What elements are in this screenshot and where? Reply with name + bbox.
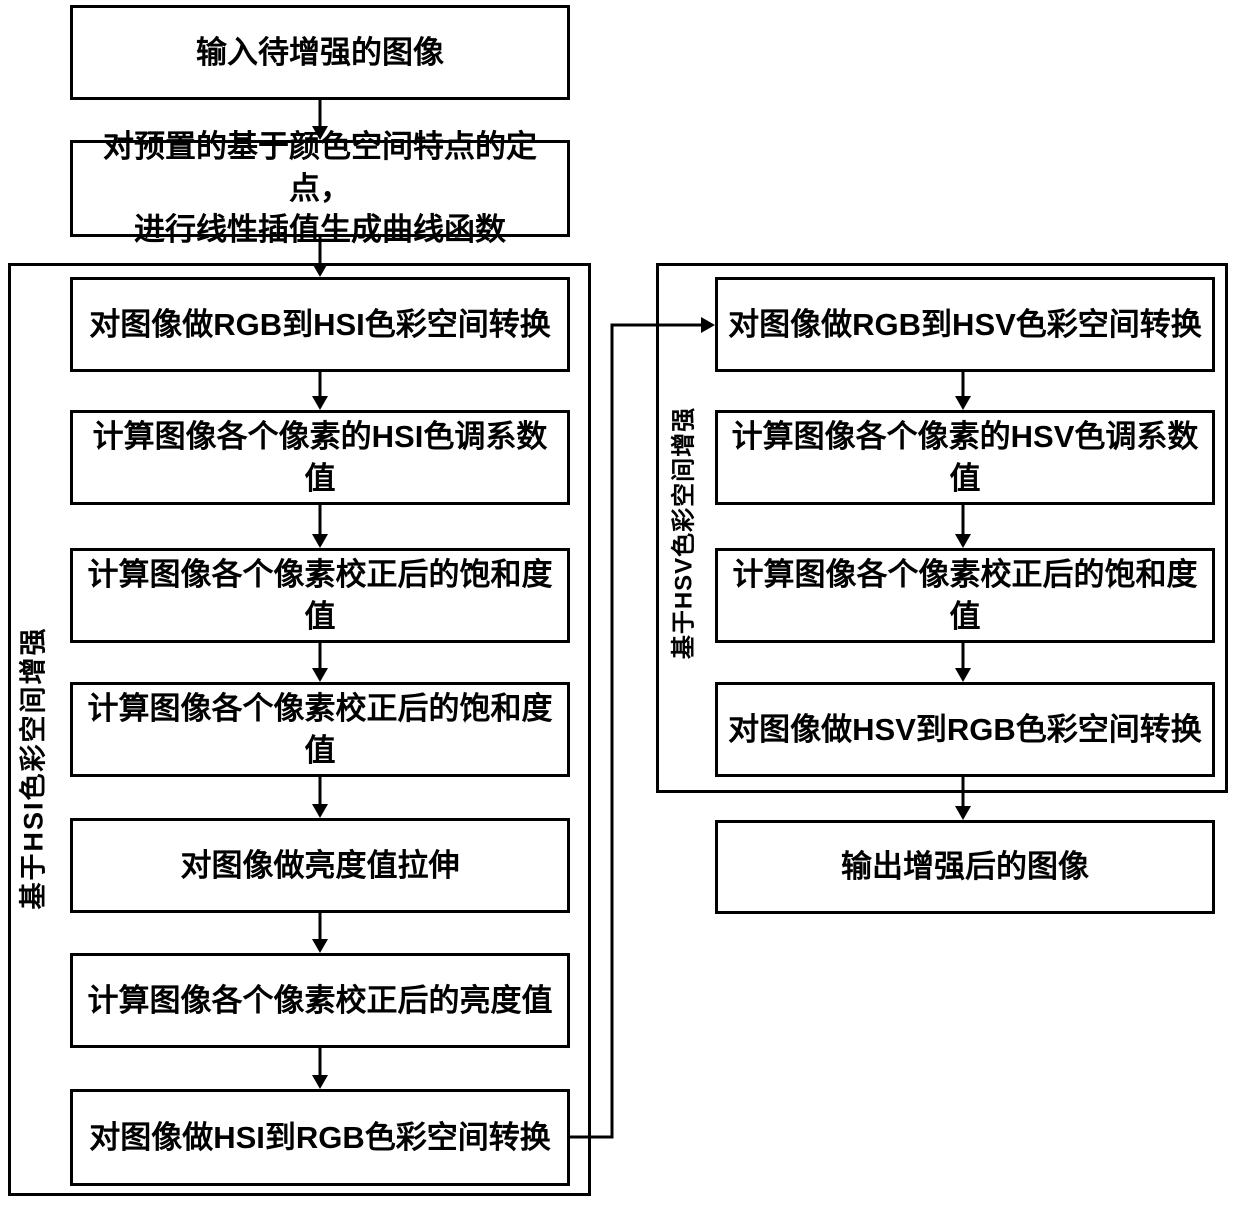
arrow-hsi-step5-to-step6 (312, 913, 328, 953)
flow-box-hsv-rgb-to-hsv: 对图像做RGB到HSV色彩空间转换 (715, 277, 1215, 372)
arrow-hsv-to-output (955, 777, 971, 820)
flow-box-hsi-corrected-intensity: 计算图像各个像素校正后的亮度值 (70, 953, 570, 1048)
flow-box-hsi-intensity-stretch: 对图像做亮度值拉伸 (70, 818, 570, 913)
flow-box-hsv-saturation: 计算图像各个像素校正后的饱和度值 (715, 548, 1215, 643)
arrow-hsv-step3-to-step4 (955, 643, 971, 682)
flow-box-hsv-hsv-to-rgb: 对图像做HSV到RGB色彩空间转换 (715, 682, 1215, 777)
arrow-hsv-step2-to-step3 (955, 505, 971, 548)
flow-box-hsv-hue-coefficient: 计算图像各个像素的HSV色调系数值 (715, 410, 1215, 505)
arrow-hsi-step4-to-step5 (312, 777, 328, 818)
flow-box-hsi-saturation-2: 计算图像各个像素校正后的饱和度值 (70, 682, 570, 777)
flow-box-input: 输入待增强的图像 (70, 5, 570, 100)
arrow-hsi-step1-to-step2 (312, 372, 328, 410)
arrow-hsi-step3-to-step4 (312, 643, 328, 682)
flow-box-hsi-rgb-to-hsi: 对图像做RGB到HSI色彩空间转换 (70, 277, 570, 372)
arrow-hsi-step2-to-step3 (312, 505, 328, 548)
flow-box-hsi-hsi-to-rgb: 对图像做HSI到RGB色彩空间转换 (70, 1089, 570, 1186)
connector-hsi-to-hsv (570, 317, 715, 1139)
arrow-input-to-interpolation (312, 100, 328, 140)
flow-box-hsi-hue-coefficient: 计算图像各个像素的HSI色调系数值 (70, 410, 570, 505)
flow-box-output: 输出增强后的图像 (715, 820, 1215, 914)
flow-box-hsi-saturation-1: 计算图像各个像素校正后的饱和度值 (70, 548, 570, 643)
flow-box-interpolation: 对预置的基于颜色空间特点的定点， 进行线性插值生成曲线函数 (70, 129, 570, 247)
arrow-hsi-step6-to-step7 (312, 1048, 328, 1089)
arrow-interpolation-to-hsi-group (312, 237, 328, 277)
arrow-hsv-step1-to-step2 (955, 372, 971, 410)
hsi-group-label: 基于HSI色彩空间增强 (18, 626, 49, 910)
